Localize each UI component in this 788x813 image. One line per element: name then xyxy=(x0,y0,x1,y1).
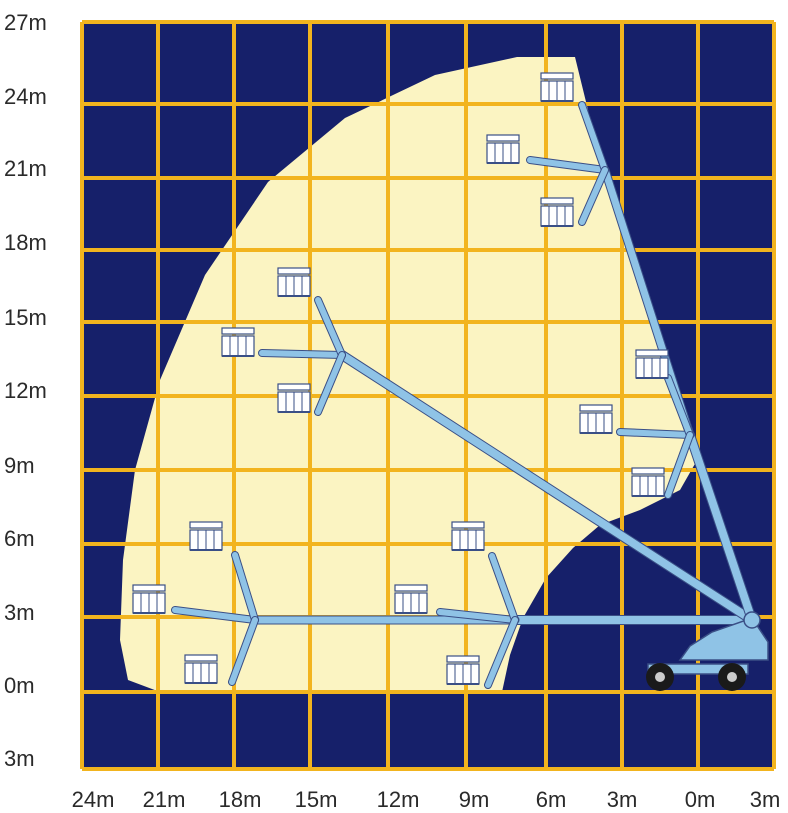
x-label-3m: 3m xyxy=(606,787,638,812)
x-label-24m: 24m xyxy=(71,787,115,812)
boom-section xyxy=(485,617,518,688)
platform-baskets xyxy=(132,72,669,685)
work-platform-basket-icon xyxy=(631,467,665,497)
boom-section xyxy=(338,351,756,624)
y-label-15m: 15m xyxy=(4,305,47,330)
y-label-0m: 0m xyxy=(4,673,35,698)
boom-section xyxy=(527,157,608,173)
boom-section xyxy=(259,350,345,358)
work-platform-basket-icon xyxy=(277,383,311,413)
boom-section xyxy=(665,432,693,498)
work-platform-basket-icon xyxy=(221,327,255,357)
y-label-24m: 24m xyxy=(4,84,47,109)
work-platform-basket-icon xyxy=(189,521,223,551)
boom-section xyxy=(172,607,258,623)
work-platform-basket-icon xyxy=(579,404,613,434)
work-platform-basket-icon xyxy=(184,654,218,684)
y-label-27m: 27m xyxy=(4,10,47,35)
boom-section xyxy=(229,617,258,685)
boom-section xyxy=(489,553,518,623)
wheel-hub xyxy=(655,672,665,682)
work-platform-basket-icon xyxy=(277,267,311,297)
boom-section xyxy=(315,352,345,415)
boom-section xyxy=(617,429,693,438)
work-platform-basket-icon xyxy=(540,197,574,227)
grid-lines xyxy=(80,20,776,771)
work-platform-basket-icon xyxy=(132,584,166,614)
x-label-0m: 0m xyxy=(684,787,716,812)
y-label-minus-3m: 3m xyxy=(4,746,35,771)
boom-positions xyxy=(171,101,757,689)
work-platform-basket-icon xyxy=(486,134,520,164)
x-label-9m: 9m xyxy=(458,787,490,812)
x-label-12m: 12m xyxy=(376,787,420,812)
y-label-3m: 3m xyxy=(4,600,35,625)
work-platform-basket-icon xyxy=(540,72,574,102)
articulating-boom-lift-icon xyxy=(646,611,769,691)
boom-section xyxy=(579,167,608,225)
y-label-6m: 6m xyxy=(4,526,35,551)
x-label-15m: 15m xyxy=(294,787,338,812)
work-platform-basket-icon xyxy=(451,521,485,551)
boom-section xyxy=(665,375,693,438)
boom-section xyxy=(232,552,258,623)
y-label-21m: 21m xyxy=(4,156,47,181)
boom-section xyxy=(579,102,608,173)
work-platform-basket-icon xyxy=(635,349,669,379)
x-label-21m: 21m xyxy=(142,787,186,812)
y-label-18m: 18m xyxy=(4,230,47,255)
x-label-minus-3m: 3m xyxy=(749,787,781,812)
boom-pivot xyxy=(743,611,761,629)
wheel-hub xyxy=(727,672,737,682)
work-platform-basket-icon xyxy=(446,655,480,685)
boom-section xyxy=(437,609,518,623)
machine-frame xyxy=(647,663,749,675)
boom-section xyxy=(686,431,756,624)
work-platform-basket-icon xyxy=(394,584,428,614)
x-label-18m: 18m xyxy=(218,787,262,812)
x-label-6m: 6m xyxy=(535,787,567,812)
y-label-9m: 9m xyxy=(4,453,35,478)
y-label-12m: 12m xyxy=(4,378,47,403)
boom-section xyxy=(315,297,345,358)
